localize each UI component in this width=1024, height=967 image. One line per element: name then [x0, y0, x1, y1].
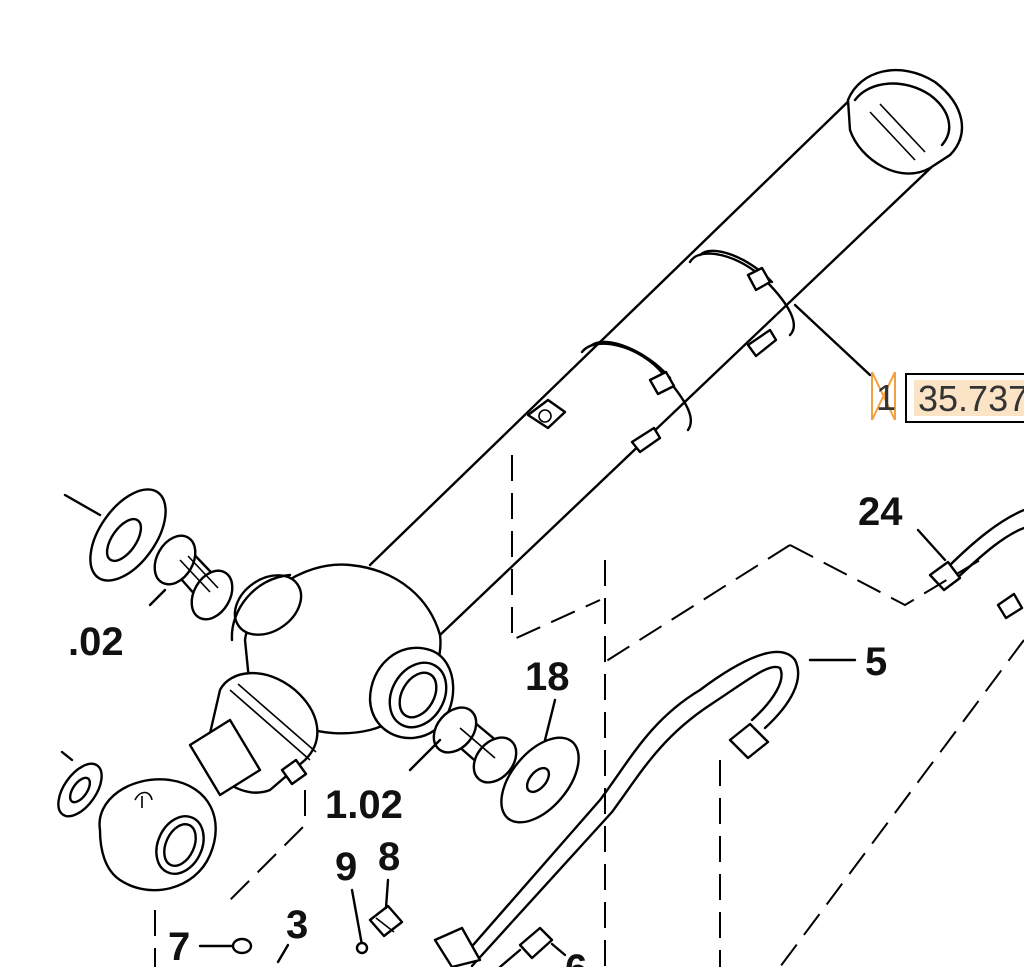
rod-end	[98, 671, 319, 892]
washer-left	[63, 488, 167, 582]
callout-9: 9	[335, 845, 357, 889]
assembly-lines	[154, 455, 1024, 967]
callout-102-left: .02	[68, 620, 124, 664]
reference-highlight	[914, 380, 1024, 416]
callout-8: 8	[378, 835, 400, 879]
clamp-upper	[688, 249, 795, 358]
leader-lines	[148, 303, 947, 964]
callout-24: 24	[858, 490, 903, 534]
callout-6: 6	[565, 947, 587, 967]
bush-right	[432, 706, 518, 784]
grease-fitting	[526, 398, 567, 430]
bush-left	[153, 534, 234, 621]
bolt-6	[498, 926, 554, 967]
cylinder-barrel	[368, 68, 964, 637]
washer-left-lower	[57, 750, 103, 818]
reference-marker-icon	[871, 371, 896, 421]
ring-7	[231, 937, 253, 955]
callout-3: 3	[286, 903, 308, 947]
fitting-8	[368, 904, 404, 938]
pipe-24	[928, 508, 1024, 620]
clamp-lower	[580, 340, 692, 454]
reference-section-number[interactable]: 35.737	[918, 378, 1024, 419]
callout-18: 18	[525, 655, 570, 699]
pin-9	[350, 888, 369, 955]
callout-5: 5	[865, 640, 887, 684]
reference-item-number: 1	[876, 377, 896, 418]
pipe-5	[433, 650, 800, 967]
washer-18	[500, 736, 580, 824]
callout-102-right: 1.02	[325, 783, 403, 827]
callout-7: 7	[168, 925, 190, 967]
section-reference[interactable]: 1 35.737	[871, 371, 1024, 423]
